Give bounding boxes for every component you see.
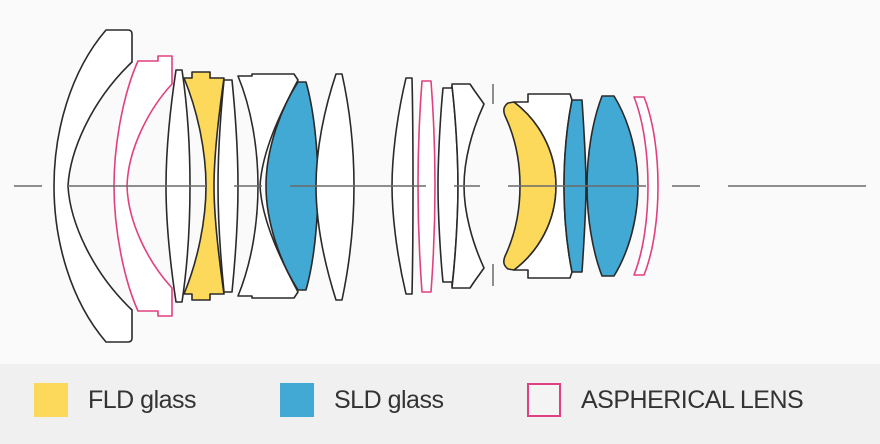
lens-diagram bbox=[14, 29, 866, 343]
fld-swatch-icon bbox=[34, 383, 68, 417]
lens-element-6 bbox=[237, 73, 299, 299]
lens-element-2 bbox=[113, 55, 173, 317]
lens-element-4 bbox=[183, 71, 225, 301]
legend-label-fld: FLD glass bbox=[88, 385, 197, 414]
legend-item-fld: FLD glass bbox=[34, 380, 197, 420]
sld-swatch-icon bbox=[280, 383, 314, 417]
lens-element-12 bbox=[451, 83, 485, 289]
aspherical-swatch-icon bbox=[527, 383, 561, 417]
lens-element-16 bbox=[633, 96, 659, 276]
legend-item-sld: SLD glass bbox=[280, 380, 444, 420]
lens-element-1 bbox=[53, 29, 133, 343]
lens-element-8 bbox=[315, 73, 355, 301]
legend-label-sld: SLD glass bbox=[334, 385, 444, 414]
legend-item-aspherical: ASPHERICAL LENS bbox=[527, 380, 804, 420]
legend-label-aspherical: ASPHERICAL LENS bbox=[581, 385, 804, 414]
lens-diagram-svg bbox=[14, 29, 866, 343]
lens-element-10 bbox=[417, 80, 436, 293]
legend: FLD glass SLD glass ASPHERICAL LENS bbox=[0, 364, 880, 444]
lens-element-5 bbox=[217, 79, 239, 293]
